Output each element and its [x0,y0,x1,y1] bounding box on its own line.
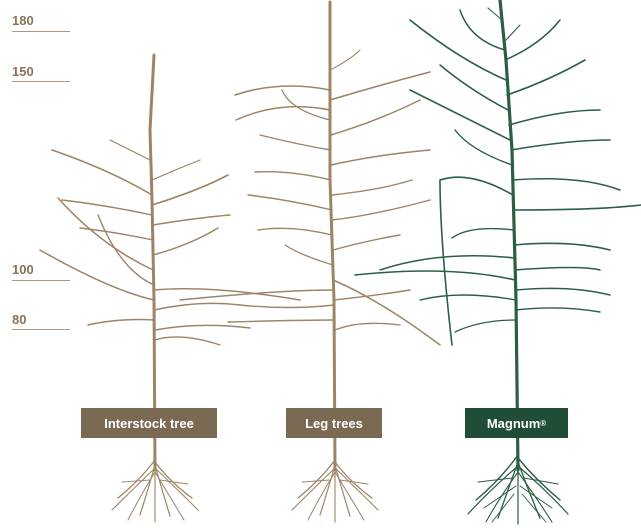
interstock-tree-illustration [40,55,300,522]
leg-tree-illustration [180,2,440,522]
magnum-tree-illustration [355,0,641,524]
magnum-trademark: ® [540,419,546,428]
magnum-label: Magnum® [465,408,568,438]
interstock-tree-label: Interstock tree [81,408,217,438]
interstock-tree-label-text: Interstock tree [104,416,194,431]
magnum-label-text: Magnum [487,416,540,431]
leg-trees-label: Leg trees [286,408,382,438]
leg-trees-label-text: Leg trees [305,416,363,431]
